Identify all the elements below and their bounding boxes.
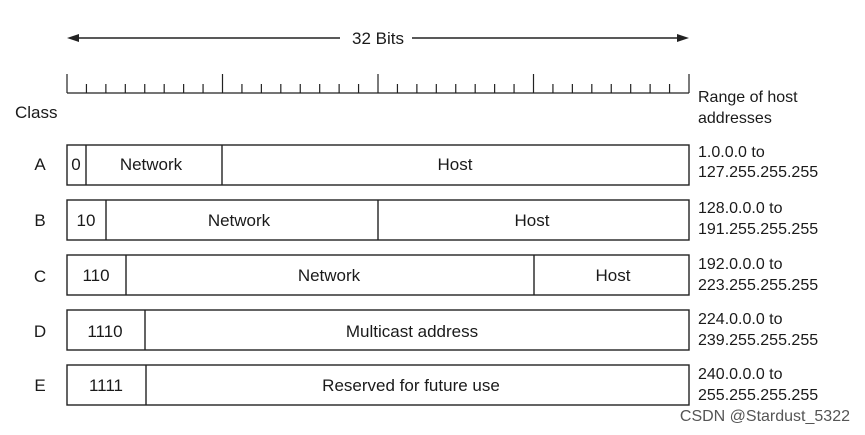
range-start: 1.0.0.0 to <box>698 144 765 161</box>
prefix-bits: 110 <box>82 266 109 285</box>
range-column-header-line2: addresses <box>698 110 772 127</box>
prefix-bits: 1111 <box>89 376 123 395</box>
class-label: D <box>34 322 46 341</box>
class-row-b: B 10 Network Host 128.0.0.0 to 191.255.2… <box>34 199 818 241</box>
class-row-a: A 0 Network Host 1.0.0.0 to 127.255.255.… <box>34 144 818 186</box>
range-end: 127.255.255.255 <box>698 164 818 181</box>
network-field: Network <box>208 211 271 230</box>
class-label: E <box>34 376 45 395</box>
prefix-bits: 1110 <box>87 322 122 341</box>
class-row-e: E 1111 Reserved for future use 240.0.0.0… <box>34 364 818 406</box>
range-start: 192.0.0.0 to <box>698 256 783 273</box>
range-end: 191.255.255.255 <box>698 221 818 238</box>
range-start: 224.0.0.0 to <box>698 311 783 328</box>
host-field: Host <box>596 266 631 285</box>
class-label: B <box>34 211 45 230</box>
network-field: Network <box>298 266 361 285</box>
address-box <box>66 254 690 296</box>
prefix-bits: 10 <box>77 211 96 230</box>
multicast-field: Multicast address <box>346 322 478 341</box>
bit-width-label: 32 Bits <box>352 29 404 48</box>
range-end: 239.255.255.255 <box>698 332 818 349</box>
bit-width-arrow: 32 Bits <box>67 29 689 48</box>
address-box <box>66 144 690 186</box>
range-end: 255.255.255.255 <box>698 387 818 404</box>
class-label: A <box>34 155 46 174</box>
class-row-c: C 110 Network Host 192.0.0.0 to 223.255.… <box>34 254 818 296</box>
reserved-field: Reserved for future use <box>322 376 500 395</box>
address-box <box>66 364 690 406</box>
prefix-bits: 0 <box>71 155 80 174</box>
class-label: C <box>34 267 46 286</box>
range-start: 240.0.0.0 to <box>698 366 783 383</box>
range-end: 223.255.255.255 <box>698 277 818 294</box>
bit-ruler <box>66 74 690 94</box>
address-box <box>66 309 690 351</box>
network-field: Network <box>120 155 183 174</box>
range-start: 128.0.0.0 to <box>698 200 783 217</box>
host-field: Host <box>438 155 473 174</box>
class-column-header: Class <box>15 103 58 122</box>
range-column-header-line1: Range of host <box>698 89 798 106</box>
watermark: CSDN @Stardust_5322 <box>680 408 850 425</box>
host-field: Host <box>515 211 550 230</box>
class-row-d: D 1110 Multicast address 224.0.0.0 to 23… <box>34 309 818 351</box>
